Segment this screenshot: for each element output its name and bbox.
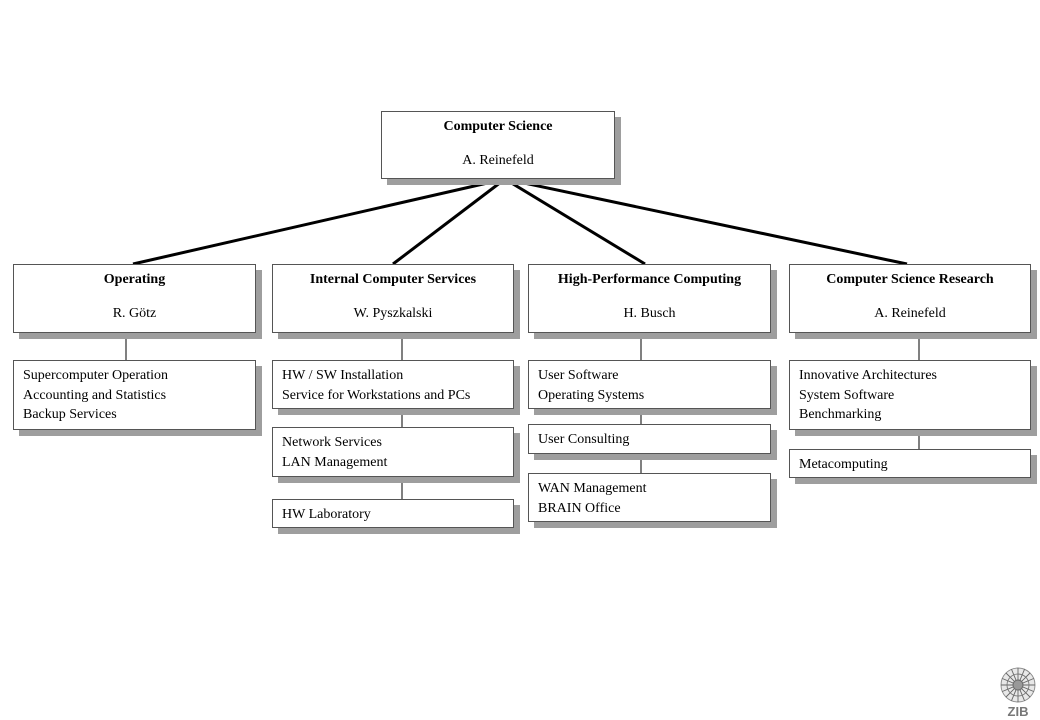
unit-line: Service for Workstations and PCs: [282, 387, 471, 403]
unit-line: LAN Management: [282, 454, 388, 470]
connector-root-internal: [392, 177, 506, 266]
unit-line: User Software: [538, 368, 619, 383]
unit-box-hpc-3: WAN Management BRAIN Office: [528, 473, 771, 522]
unit-line: BRAIN Office: [538, 500, 621, 516]
unit-line: Accounting and Statistics: [23, 387, 167, 403]
department-head: A. Reinefeld: [874, 306, 946, 321]
root-title: Computer Science: [443, 119, 553, 134]
unit-line: Metacomputing: [799, 457, 888, 472]
unit-box-internal-1: HW / SW Installation Service for Worksta…: [272, 360, 514, 409]
unit-box-operating-1: Supercomputer Operation Accounting and S…: [13, 360, 256, 430]
connector-root-hpc: [504, 177, 646, 266]
department-internal-computer-services: Internal Computer Services W. Pyszkalski: [272, 264, 514, 333]
unit-line: Backup Services: [23, 407, 117, 422]
root-person: A. Reinefeld: [462, 153, 534, 168]
connector-root-research: [504, 177, 908, 266]
zib-logo: ZIB: [1000, 667, 1036, 718]
department-head: R. Götz: [112, 306, 157, 321]
unit-line: Innovative Architectures: [799, 368, 938, 383]
department-head: W. Pyszkalski: [353, 306, 433, 321]
unit-line: Network Services: [282, 435, 382, 450]
unit-line: System Software: [799, 387, 895, 403]
department-high-performance-computing: High-Performance Computing H. Busch: [528, 264, 771, 333]
department-title: Operating: [103, 272, 166, 287]
unit-box-hpc-2: User Consulting: [528, 424, 771, 454]
unit-line: Supercomputer Operation: [23, 368, 169, 383]
department-operating: Operating R. Götz: [13, 264, 256, 333]
department-computer-science-research: Computer Science Research A. Reinefeld: [789, 264, 1031, 333]
unit-box-hpc-1: User Software Operating Systems: [528, 360, 771, 409]
unit-line: HW / SW Installation: [282, 368, 404, 383]
unit-line: Benchmarking: [799, 407, 882, 422]
department-head: H. Busch: [623, 306, 676, 321]
unit-box-research-1: Innovative Architectures System Software…: [789, 360, 1031, 430]
logo-text: ZIB: [1008, 704, 1029, 718]
department-title: High-Performance Computing: [557, 272, 742, 287]
department-title: Internal Computer Services: [309, 272, 477, 287]
unit-line: User Consulting: [538, 432, 630, 447]
unit-line: Operating Systems: [538, 387, 645, 403]
unit-box-internal-3: HW Laboratory: [272, 499, 514, 528]
connector-root-operating: [132, 177, 506, 266]
unit-line: WAN Management: [538, 481, 647, 496]
department-title: Computer Science Research: [826, 272, 994, 287]
unit-box-internal-2: Network Services LAN Management: [272, 427, 514, 477]
root-box: Computer Science A. Reinefeld: [381, 111, 615, 179]
unit-box-research-2: Metacomputing: [789, 449, 1031, 478]
unit-line: HW Laboratory: [282, 507, 371, 522]
